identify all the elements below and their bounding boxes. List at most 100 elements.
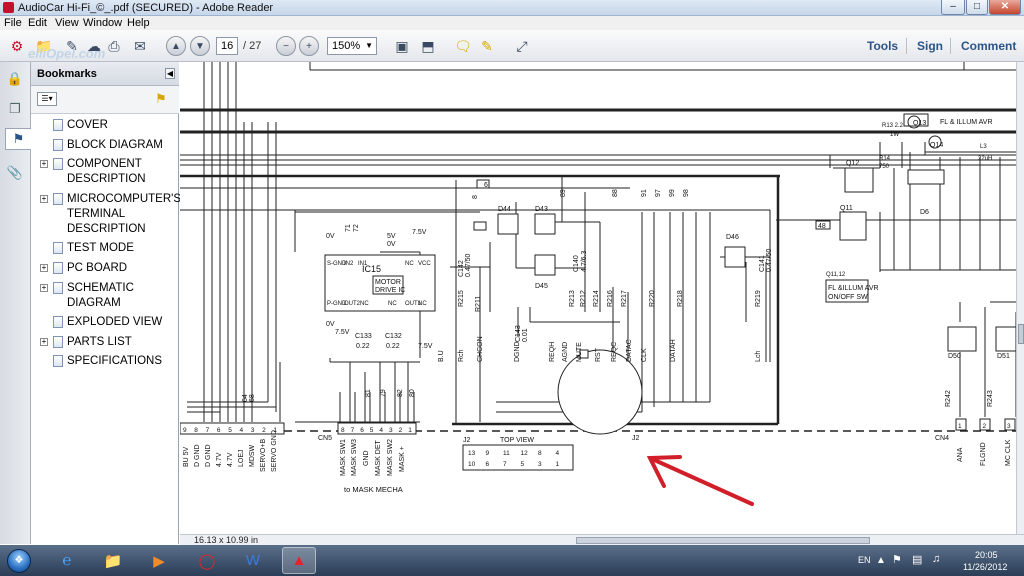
highlight-icon[interactable]: ✎ [481, 37, 493, 54]
minimize-button[interactable]: – [941, 0, 965, 15]
bookmark-label: PARTS LIST [67, 335, 175, 350]
schematic-label: GND [363, 450, 370, 466]
expand-bookmark-icon[interactable]: + [40, 263, 48, 272]
bookmark-page-icon [53, 158, 63, 171]
schematic-label: D51 [997, 353, 1010, 360]
opera-icon[interactable]: ◯ [198, 552, 216, 570]
schematic-label: VCC [418, 261, 431, 267]
next-page-icon[interactable]: ▼ [190, 36, 210, 56]
adobe-reader-taskbar-icon[interactable]: ▲ [282, 547, 316, 574]
expand-bookmark-icon[interactable]: + [40, 282, 48, 292]
schematic-label: FL & ILLUM AVR [940, 119, 993, 126]
navigation-pane-strip: 🔒 ❐ ⚑ 📎 [0, 62, 31, 544]
comment-link[interactable]: Comment [961, 39, 1017, 53]
window-title: AudioCar Hi-Fi_©_.pdf (SECURED) - Adobe … [18, 2, 274, 14]
create-pdf-icon[interactable]: ⚙ [10, 37, 24, 54]
network-icon[interactable]: ▤ [912, 554, 923, 566]
previous-page-icon[interactable]: ▲ [166, 36, 186, 56]
schematic-label: 97 [655, 189, 662, 197]
bookmark-label-line: SPECIFICATIONS [67, 355, 162, 368]
attachment-icon[interactable]: 📎 [6, 165, 24, 180]
document-view[interactable]: IC15 MOTOR DRIVE IC S-GND P-GND IN2 IN1 … [180, 62, 1016, 534]
schematic-label: SERVO GND [271, 430, 278, 472]
schematic-label: OUT2 [344, 301, 361, 307]
schematic-label: R220 [649, 290, 656, 307]
schematic-label: 0.47/50 [465, 254, 472, 277]
cloud-icon[interactable]: ☁ [87, 37, 101, 54]
tray-expand-icon[interactable]: ▲ [876, 555, 886, 566]
schematic-label: CN4 [935, 435, 949, 442]
schematic-label: R214 [593, 290, 600, 307]
schematic-label: DRIVE IC [375, 287, 405, 294]
pin-number: 4 [240, 427, 244, 434]
clock-time[interactable]: 20:05 [975, 550, 998, 560]
flag-icon[interactable]: ⚑ [892, 554, 902, 566]
zoom-in-icon[interactable]: + [299, 36, 319, 56]
open-folder-icon[interactable]: 📁 [35, 37, 53, 54]
pin-number: 8 [538, 450, 542, 457]
media-player-icon[interactable]: ▶ [153, 552, 165, 570]
fit-page-icon[interactable]: ▣ [395, 37, 409, 54]
menu-window[interactable]: Window [83, 17, 123, 29]
maximize-button[interactable]: □ [966, 0, 988, 15]
schematic-label: 0V [326, 321, 335, 328]
expand-bookmark-icon[interactable]: + [40, 159, 48, 169]
sticky-note-icon[interactable]: 🗨 [454, 37, 472, 54]
bookmark-page-icon [53, 119, 63, 131]
schematic-label: 7.5V [412, 229, 427, 236]
word-icon[interactable]: W [245, 552, 261, 569]
schematic-label: 5V [387, 233, 396, 240]
file-explorer-icon[interactable]: 📁 [103, 552, 123, 570]
sign-link[interactable]: Sign [917, 39, 943, 53]
clock-date[interactable]: 11/26/2012 [963, 562, 1008, 572]
expand-bookmark-icon[interactable]: + [40, 193, 48, 203]
horizontal-scrollbar-thumb[interactable] [576, 537, 870, 544]
fit-width-icon[interactable]: ⬒ [421, 37, 435, 54]
bookmark-icon[interactable]: ⚑ [5, 128, 31, 150]
language-indicator[interactable]: EN [858, 555, 871, 565]
pin-number: 6 [486, 461, 490, 468]
schematic-label: DATAC [626, 339, 633, 362]
vertical-scrollbar[interactable] [1016, 62, 1024, 534]
tools-link[interactable]: Tools [867, 39, 899, 53]
internet-explorer-icon[interactable]: ℮ [62, 552, 72, 569]
schematic-label: AGND [562, 342, 569, 362]
page-size: 16.13 x 10.99 in [194, 535, 259, 545]
schematic-label: D46 [726, 234, 739, 241]
close-button[interactable]: ✕ [989, 0, 1021, 15]
main-toolbar: ⚙ 📁 ✎ ☁ ⎙ ✉ ▲ ▼ 16 / 27 − + 150%▼ ▣ ⬒ 🗨 … [0, 30, 1024, 62]
zoom-select[interactable]: 150%▼ [327, 37, 377, 55]
pages-icon[interactable]: ❐ [9, 101, 21, 116]
menu-file[interactable]: File [4, 17, 22, 29]
collapse-panel-icon[interactable]: ◀ [165, 68, 175, 79]
lock-icon[interactable]: 🔒 [6, 71, 24, 86]
start-button[interactable]: ❖ [4, 547, 34, 574]
menu-view[interactable]: View [55, 17, 79, 29]
schematic-label: MASK SW2 [387, 439, 394, 476]
schematic-label: Lch [755, 351, 762, 362]
schematic-label: C132 [385, 333, 402, 340]
pin-number: 6 [360, 427, 364, 434]
pin-number: 5 [370, 427, 374, 434]
pin-number: 1 [273, 427, 277, 434]
volume-icon[interactable]: ♫ [932, 553, 941, 565]
title-bar: AudioCar Hi-Fi_©_.pdf (SECURED) - Adobe … [0, 0, 1024, 16]
expand-icon[interactable]: ⤢ [516, 37, 528, 54]
zoom-out-icon[interactable]: − [276, 36, 296, 56]
print-icon[interactable]: ⎙ [108, 37, 120, 54]
new-bookmark-icon[interactable]: ⚑ [155, 91, 167, 106]
menu-help[interactable]: Help [127, 17, 150, 29]
options-menu-icon[interactable]: ☰▾ [37, 92, 57, 106]
schematic-label: LOEJ [238, 449, 245, 467]
menu-edit[interactable]: Edit [28, 17, 47, 29]
scrollbar-thumb[interactable] [1018, 324, 1024, 344]
bookmark-page-icon [53, 138, 63, 151]
schematic-label: 89 [560, 189, 567, 197]
expand-bookmark-icon[interactable]: + [40, 336, 48, 346]
email-icon[interactable]: ✉ [134, 37, 146, 54]
page-number-input[interactable]: 16 [216, 37, 238, 55]
schematic-label: MASK SW3 [351, 439, 358, 476]
edit-icon[interactable]: ✎ [66, 37, 78, 54]
bookmarks-header: Bookmarks ◀ [31, 62, 179, 86]
